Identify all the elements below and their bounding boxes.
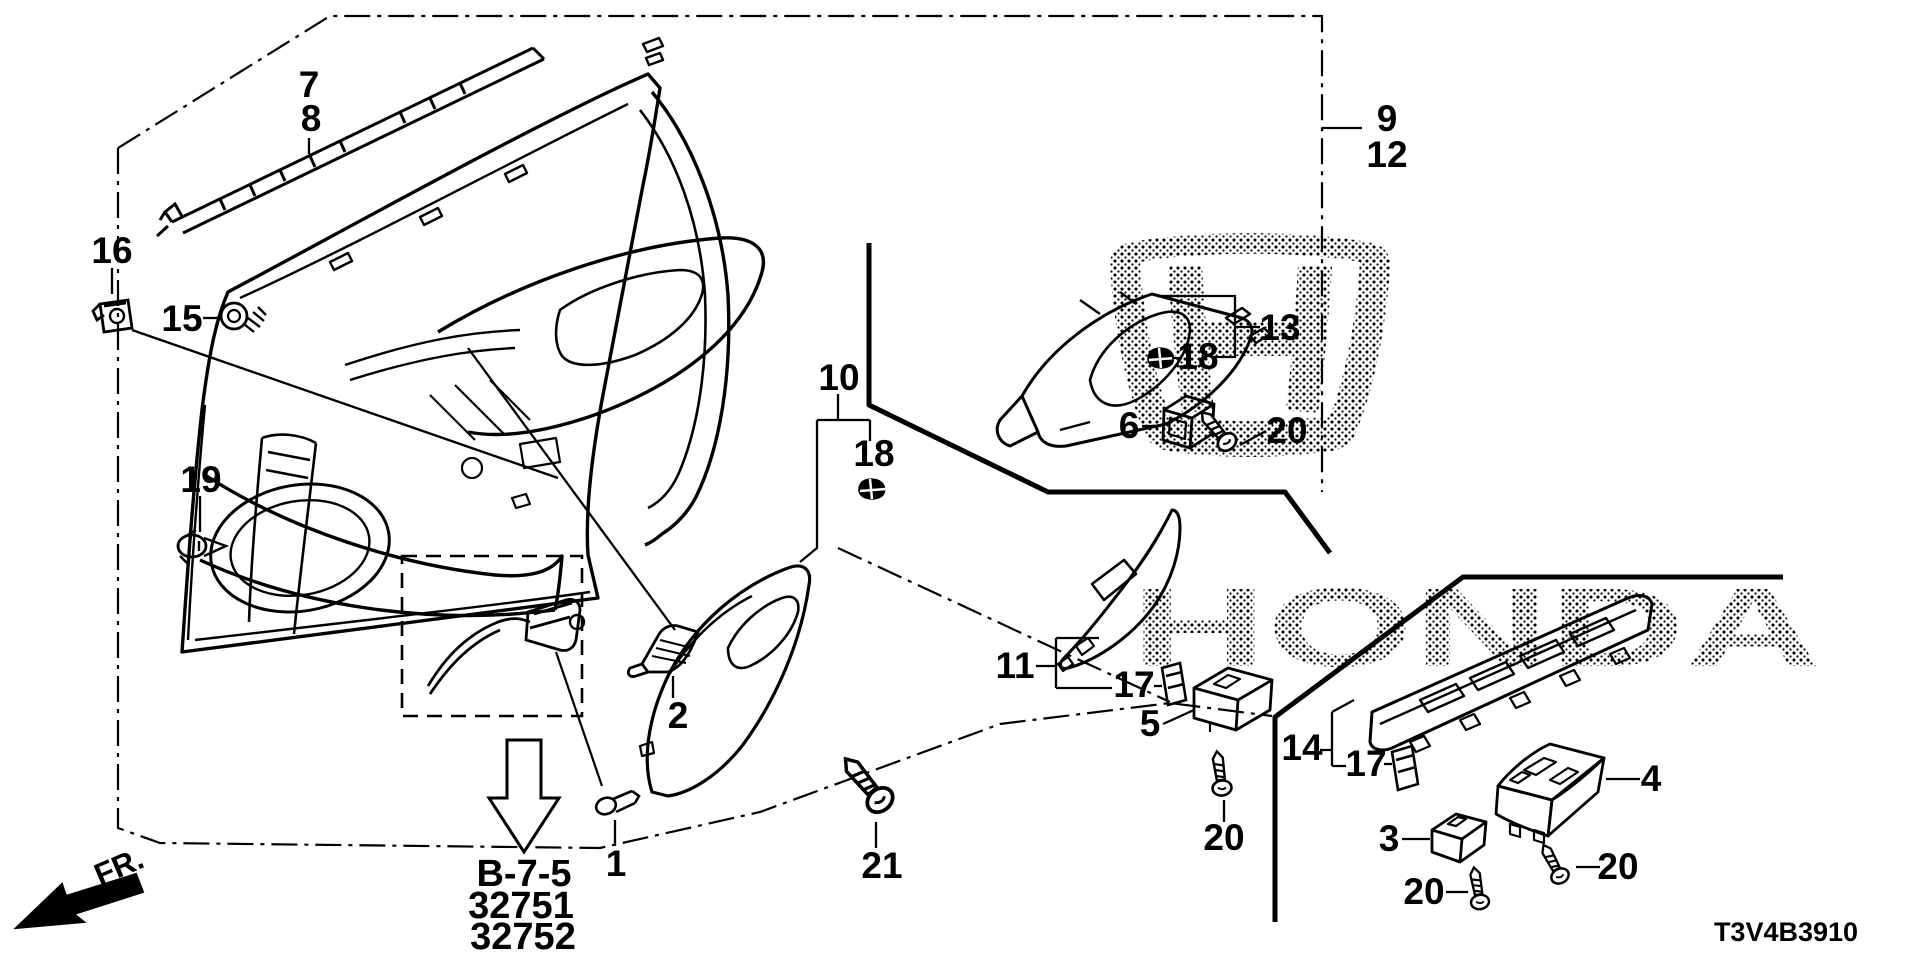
clip-17b xyxy=(1390,744,1420,792)
door-trim-panel-drawing xyxy=(180,36,765,654)
part-callout-5: 5 xyxy=(1140,703,1161,744)
screw-21 xyxy=(833,748,900,820)
part-callout-11: 11 xyxy=(995,645,1034,686)
part-10-grip-garnish xyxy=(638,564,812,798)
part-callout-2: 2 xyxy=(668,695,689,736)
clip-17a xyxy=(1160,661,1188,707)
part-13-bezel xyxy=(995,291,1272,448)
down-arrow-icon xyxy=(486,738,562,855)
weatherstrip-drawing xyxy=(155,46,546,238)
part-callout-20d: 20 xyxy=(1597,846,1638,887)
part-code-2: 32752 xyxy=(470,916,576,958)
phantom-border xyxy=(116,14,1324,850)
part-4-master-switch xyxy=(1494,742,1606,845)
diagram-id: T3V4B3910 xyxy=(1714,917,1858,947)
part-callout-10: 10 xyxy=(818,357,859,398)
bulb-1 xyxy=(594,789,641,816)
part-14-switch-bezel xyxy=(1368,594,1654,754)
part-callout-1: 1 xyxy=(606,843,627,884)
clip-19 xyxy=(176,528,230,565)
part-callout-9: 9 xyxy=(1377,98,1398,139)
part-3-switch xyxy=(1430,812,1488,864)
part-callout-7: 7 xyxy=(299,64,320,105)
part-callout-16: 16 xyxy=(91,230,132,271)
part-5-window-switch xyxy=(1192,666,1274,732)
part-callout-3: 3 xyxy=(1379,818,1400,859)
part-callout-18a: 18 xyxy=(1177,336,1218,377)
screw-20d xyxy=(1534,839,1573,888)
screw-20c xyxy=(1463,864,1492,912)
part-callout-14: 14 xyxy=(1281,727,1323,768)
part-11-switch-garnish xyxy=(1056,508,1182,673)
fr-arrow-icon xyxy=(13,872,145,930)
grommet-15 xyxy=(219,301,267,333)
part-callout-21: 21 xyxy=(861,845,902,886)
leader-lines xyxy=(110,126,1640,894)
inset-boundaries xyxy=(866,243,1783,922)
part-callout-20c: 20 xyxy=(1403,871,1444,912)
part-1-socket-box xyxy=(400,554,604,787)
fr-direction-arrow: FR. xyxy=(13,841,149,930)
part-callout-19: 19 xyxy=(180,459,221,500)
part-callout-17a: 17 xyxy=(1113,664,1154,705)
part-callout-4: 4 xyxy=(1641,758,1662,799)
part-callout-8: 8 xyxy=(301,98,322,139)
page-ref-code: B-7-5 xyxy=(476,853,571,895)
clip-18a xyxy=(1145,346,1177,370)
part-2-lens xyxy=(627,624,700,678)
part-callout-13: 13 xyxy=(1259,307,1300,348)
part-callout-17b: 17 xyxy=(1345,743,1386,784)
honda-logo-watermark xyxy=(1109,233,1391,457)
honda-wordmark-watermark: HONDA xyxy=(1131,565,1821,690)
clip-18b xyxy=(856,477,888,501)
part-callout-12: 12 xyxy=(1366,134,1407,175)
part-callout-20b: 20 xyxy=(1203,817,1244,858)
part-callout-18b: 18 xyxy=(853,433,894,474)
part-code-1: 32751 xyxy=(468,885,574,927)
part-callout-6: 6 xyxy=(1119,405,1140,446)
part-callout-20a: 20 xyxy=(1266,410,1307,451)
clip-16 xyxy=(91,298,134,334)
screw-20b xyxy=(1206,748,1234,799)
part-callout-15: 15 xyxy=(161,298,202,339)
